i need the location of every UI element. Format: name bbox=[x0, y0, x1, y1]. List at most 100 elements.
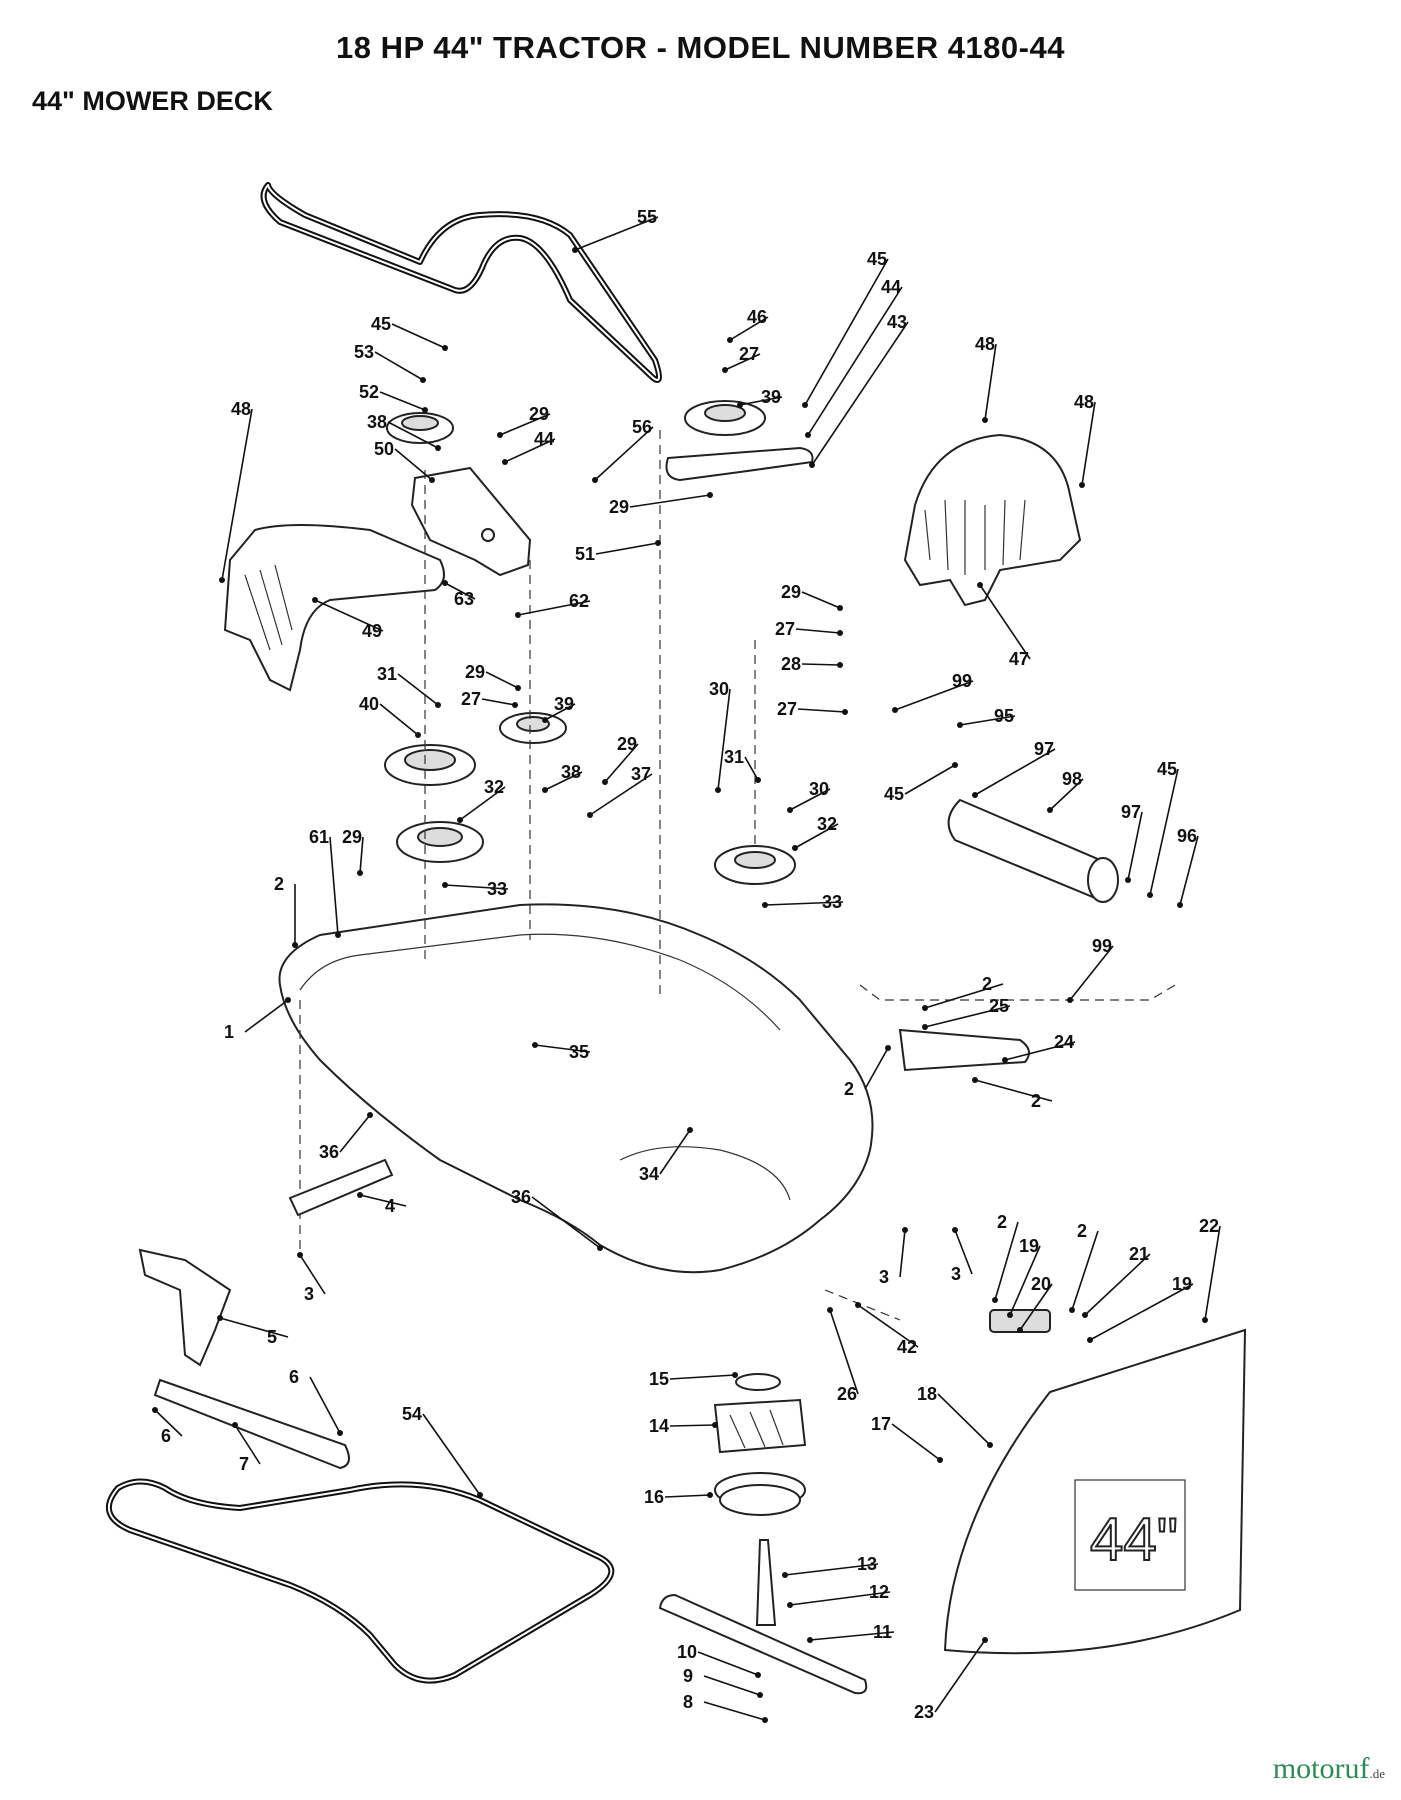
callout-leader bbox=[544, 771, 583, 791]
callout-leader bbox=[1071, 1230, 1099, 1311]
callout-leader bbox=[924, 983, 1004, 1009]
callout-leader bbox=[234, 1424, 261, 1465]
callout-label: 97 bbox=[1121, 802, 1141, 822]
callout-label: 19 bbox=[1172, 1274, 1192, 1294]
callout-label: 17 bbox=[871, 1414, 891, 1434]
callout-leader bbox=[703, 1701, 766, 1721]
callout-label: 16 bbox=[644, 1487, 664, 1507]
callout-target bbox=[727, 337, 733, 343]
callout-label: 45 bbox=[1157, 759, 1177, 779]
callout-label: 48 bbox=[1074, 392, 1094, 412]
callout-label: 24 bbox=[1054, 1032, 1074, 1052]
callout-leader bbox=[744, 756, 759, 781]
callout-leader bbox=[481, 698, 516, 706]
callout-leader bbox=[391, 323, 446, 349]
callout-leader bbox=[934, 1639, 986, 1713]
callout-target bbox=[285, 997, 291, 1003]
callout-target bbox=[602, 779, 608, 785]
callout-label: 44 bbox=[881, 277, 901, 297]
callout-leader bbox=[629, 494, 711, 508]
callout-label: 2 bbox=[844, 1079, 854, 1099]
callout-target bbox=[442, 345, 448, 351]
callout-label: 29 bbox=[609, 497, 629, 517]
callout-leader bbox=[891, 1423, 941, 1461]
callout-leader bbox=[544, 703, 576, 721]
callout-leader bbox=[444, 582, 476, 600]
callout-target bbox=[922, 1005, 928, 1011]
callout-label: 48 bbox=[975, 334, 995, 354]
callout-leader bbox=[994, 1221, 1019, 1301]
callout-target bbox=[952, 762, 958, 768]
callout-label: 30 bbox=[809, 779, 829, 799]
callout-leader bbox=[154, 1409, 183, 1437]
mower-blade bbox=[658, 1593, 868, 1695]
callout-target bbox=[952, 1227, 958, 1233]
callout-leader bbox=[794, 823, 839, 849]
callout-leader bbox=[959, 715, 1016, 726]
idler-arm-right bbox=[665, 446, 814, 482]
callout-label: 2 bbox=[274, 874, 284, 894]
callout-leader bbox=[244, 999, 289, 1033]
callout-target bbox=[792, 845, 798, 851]
callout-target bbox=[542, 787, 548, 793]
callout-target bbox=[1082, 1312, 1088, 1318]
callout-layer: 5546274544433945535238502944562951484963… bbox=[152, 207, 1221, 1723]
callout-label: 29 bbox=[781, 582, 801, 602]
callout-target bbox=[587, 812, 593, 818]
callout-target bbox=[807, 1637, 813, 1643]
callout-label: 3 bbox=[304, 1284, 314, 1304]
callout-label: 97 bbox=[1034, 739, 1054, 759]
callout-leader bbox=[669, 1424, 716, 1427]
callout-label: 32 bbox=[817, 814, 837, 834]
idler-bracket-left bbox=[410, 466, 532, 577]
callout-label: 1 bbox=[224, 1022, 234, 1042]
callout-label: 14 bbox=[649, 1416, 669, 1436]
callout-leader bbox=[984, 343, 997, 421]
reference-lines bbox=[299, 430, 1176, 1321]
callout-target bbox=[715, 787, 721, 793]
callout-leader bbox=[422, 1413, 481, 1496]
callout-label: 36 bbox=[319, 1142, 339, 1162]
deck-side-bracket bbox=[898, 1028, 1030, 1072]
callout-label: 28 bbox=[781, 654, 801, 674]
callout-target bbox=[1069, 1307, 1075, 1313]
callout-label: 6 bbox=[161, 1426, 171, 1446]
callout-label: 6 bbox=[289, 1367, 299, 1387]
callout-leader bbox=[359, 836, 364, 874]
callout-label: 20 bbox=[1031, 1274, 1051, 1294]
callout-label: 9 bbox=[683, 1666, 693, 1686]
callout-target bbox=[787, 807, 793, 813]
callout-target bbox=[232, 1422, 238, 1428]
callout-target bbox=[837, 630, 843, 636]
callout-target bbox=[755, 777, 761, 783]
callout-leader bbox=[807, 286, 903, 436]
callout-label: 29 bbox=[465, 662, 485, 682]
callout-target bbox=[992, 1297, 998, 1303]
callout-leader bbox=[924, 1005, 1011, 1028]
discharge-chute: 44" bbox=[943, 1328, 1247, 1655]
callout-label: 51 bbox=[575, 544, 595, 564]
callout-leader bbox=[299, 1254, 326, 1295]
callout-leader bbox=[387, 421, 439, 449]
callout-leader bbox=[444, 884, 509, 890]
callout-leader bbox=[1127, 811, 1143, 881]
callout-target bbox=[1177, 902, 1183, 908]
callout-label: 37 bbox=[631, 764, 651, 784]
callout-target bbox=[802, 402, 808, 408]
callout-label: 39 bbox=[761, 387, 781, 407]
callout-leader bbox=[664, 1494, 711, 1498]
callout-leader bbox=[517, 600, 591, 616]
blade-spindle-assembly bbox=[713, 1373, 807, 1626]
callout-leader bbox=[904, 764, 956, 795]
callout-label: 4 bbox=[385, 1196, 395, 1216]
callout-label: 27 bbox=[461, 689, 481, 709]
callout-leader bbox=[219, 1317, 289, 1338]
callout-target bbox=[722, 367, 728, 373]
callout-target bbox=[855, 1302, 861, 1308]
callout-label: 12 bbox=[869, 1582, 889, 1602]
callout-target bbox=[497, 432, 503, 438]
callout-target bbox=[532, 1042, 538, 1048]
anti-scalp-roller bbox=[947, 798, 1119, 903]
callout-target bbox=[902, 1227, 908, 1233]
callout-label: 27 bbox=[777, 699, 797, 719]
